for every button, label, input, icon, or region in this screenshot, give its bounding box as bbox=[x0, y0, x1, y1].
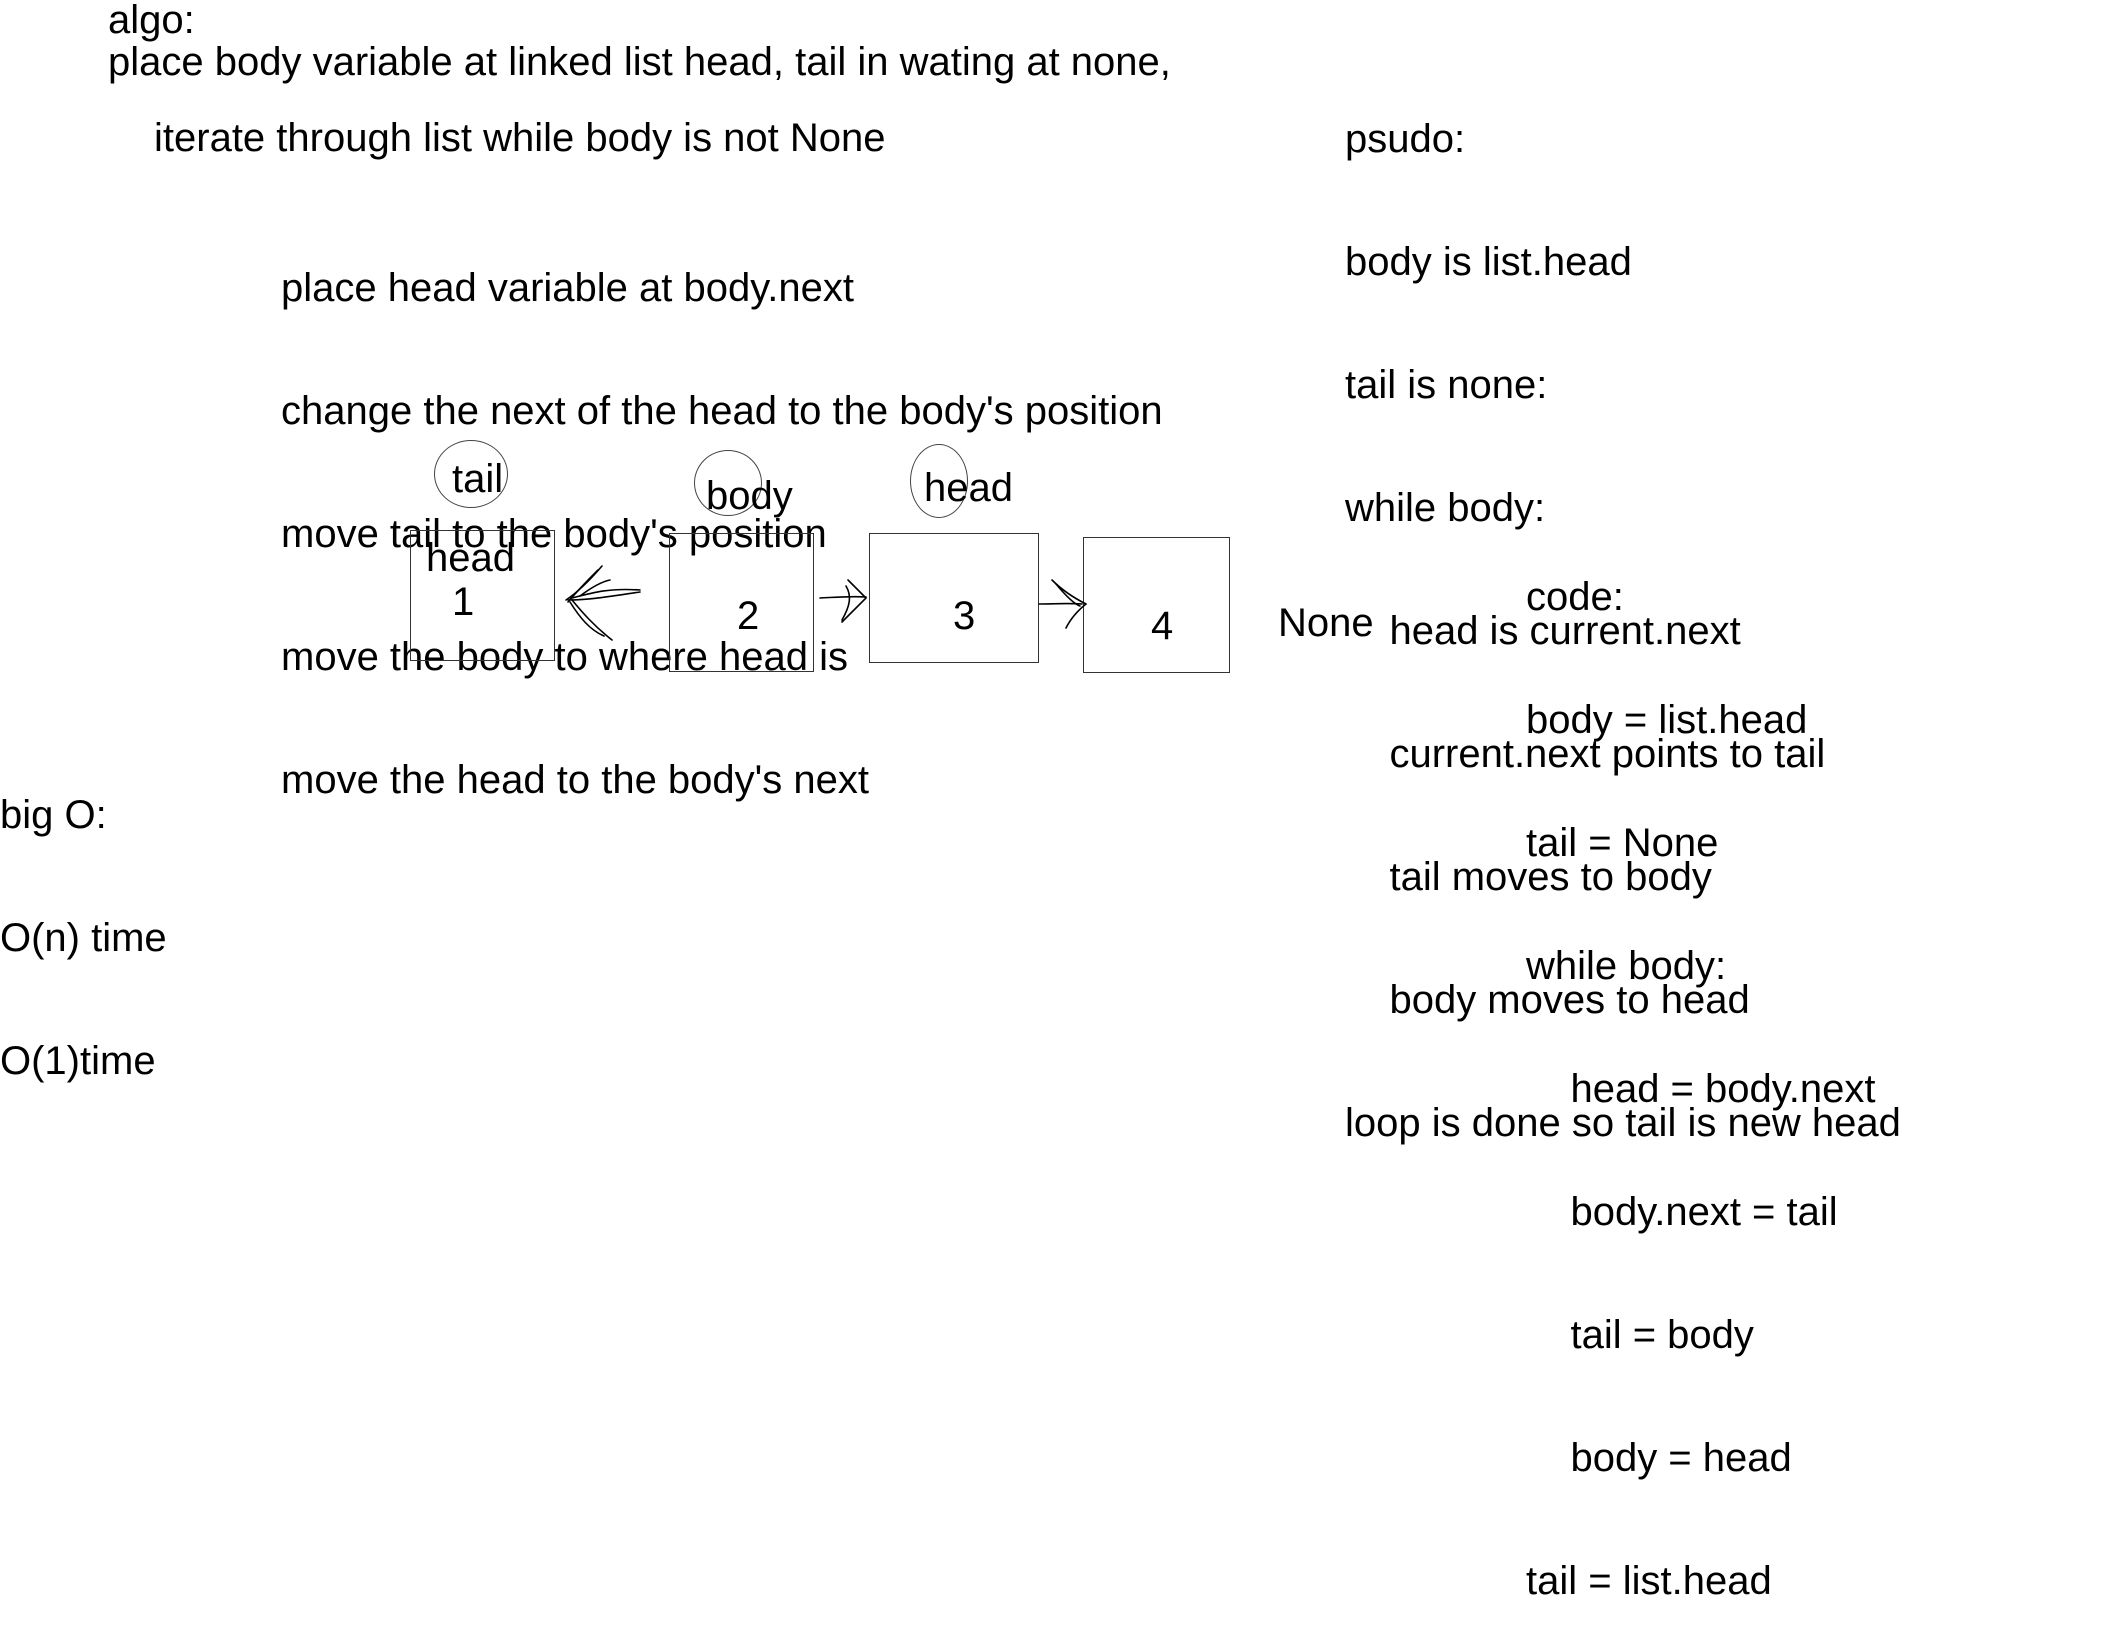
code-title: code: bbox=[1526, 575, 1624, 619]
big-o-line: O(1)time bbox=[0, 1039, 156, 1083]
algo-step: change the next of the head to the body'… bbox=[281, 389, 1163, 433]
psudo-line: while body: bbox=[1345, 486, 1546, 530]
head-pointer-label: head bbox=[924, 466, 1013, 510]
tail-pointer-circle bbox=[434, 440, 508, 508]
code-line: tail = None bbox=[1526, 821, 1719, 865]
code-line: tail = list.head bbox=[1526, 1559, 1772, 1603]
psudo-title: psudo: bbox=[1345, 117, 1466, 161]
node-value: 4 bbox=[1151, 604, 1174, 648]
reversed-arrow-1-2 bbox=[565, 565, 641, 641]
code-line: body = head bbox=[1526, 1436, 1792, 1480]
node-value: 3 bbox=[953, 594, 976, 638]
algo-step: move the head to the body's next bbox=[281, 758, 870, 802]
list-node bbox=[869, 533, 1039, 663]
code-line: head = body.next bbox=[1526, 1067, 1876, 1111]
code-line: body.next = tail bbox=[1526, 1190, 1838, 1234]
node-label: head bbox=[426, 536, 515, 580]
terminal-none-label: None bbox=[1278, 601, 1374, 645]
head-pointer-circle bbox=[910, 444, 968, 518]
tail-pointer-label: tail bbox=[452, 457, 504, 501]
node-value: 1 bbox=[452, 580, 475, 624]
psudo-line: tail moves to body bbox=[1345, 855, 1712, 899]
big-o-title: big O: bbox=[0, 793, 107, 837]
arrow-3-4 bbox=[1038, 579, 1087, 629]
list-node bbox=[669, 533, 814, 672]
big-o-line: O(n) time bbox=[0, 916, 167, 960]
psudo-line: head is current.next bbox=[1345, 609, 1741, 653]
body-pointer-label: body bbox=[706, 474, 793, 518]
algo-line-1: place body variable at linked list head,… bbox=[108, 40, 1171, 84]
arrow-2-3 bbox=[819, 579, 868, 623]
algo-line-2: iterate through list while body is not N… bbox=[154, 116, 886, 160]
code-line: tail = body bbox=[1526, 1313, 1754, 1357]
algo-step: move tail to the body's position bbox=[281, 512, 827, 556]
algo-title: algo: bbox=[108, 0, 195, 42]
node-value: 2 bbox=[737, 594, 760, 638]
code-line: body = list.head bbox=[1526, 698, 1808, 742]
body-pointer-circle bbox=[694, 450, 762, 516]
algo-step: place head variable at body.next bbox=[281, 266, 854, 310]
list-node bbox=[1083, 537, 1230, 673]
list-node bbox=[410, 530, 555, 661]
psudo-line: body is list.head bbox=[1345, 240, 1632, 284]
psudo-line: current.next points to tail bbox=[1345, 732, 1826, 776]
arrows-layer bbox=[565, 565, 1087, 641]
psudo-line: tail is none: bbox=[1345, 363, 1548, 407]
